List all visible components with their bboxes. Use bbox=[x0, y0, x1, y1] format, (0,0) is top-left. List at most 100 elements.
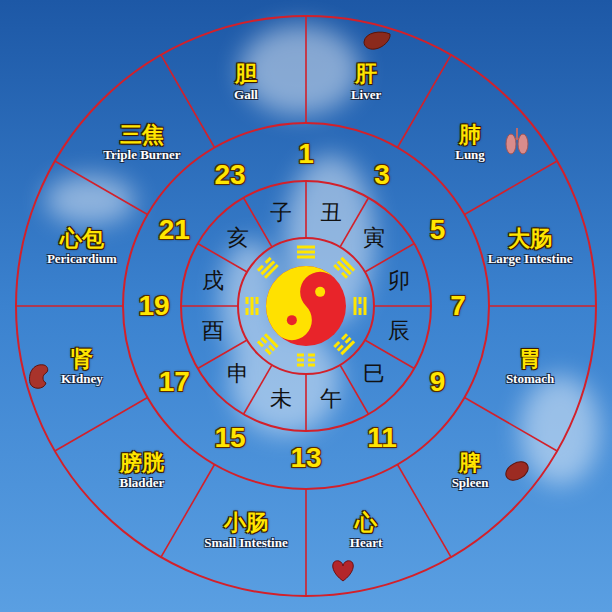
bagua-trigrams bbox=[246, 246, 367, 367]
organ-sector: 心Heart bbox=[347, 509, 385, 552]
trigram bbox=[246, 297, 259, 315]
hour-number: 19 bbox=[136, 291, 171, 320]
hour-number: 11 bbox=[365, 423, 399, 452]
branch-sector: 巳 bbox=[360, 361, 388, 387]
earthly-branch: 戌 bbox=[202, 269, 224, 293]
branch-sector: 子 bbox=[267, 200, 295, 226]
clouds bbox=[45, 25, 600, 485]
organ-name-en: Spleen bbox=[452, 475, 489, 491]
trigram bbox=[297, 246, 315, 259]
earthly-branch: 酉 bbox=[202, 319, 224, 343]
sector-divider bbox=[55, 161, 148, 215]
organ-sector: 脾Spleen bbox=[449, 449, 492, 492]
organ-sector: 胆Gall bbox=[231, 60, 261, 103]
sector-divider bbox=[161, 55, 215, 148]
sector-divider bbox=[305, 489, 307, 596]
earthly-branch: 午 bbox=[320, 387, 342, 411]
branch-sector: 酉 bbox=[199, 318, 227, 344]
sector-divider bbox=[305, 16, 307, 123]
sector-dividers bbox=[16, 16, 596, 596]
earthly-branch: 申 bbox=[227, 362, 249, 386]
organ-name-zh: 肺 bbox=[455, 122, 485, 147]
organ-name-en: Heart bbox=[350, 535, 382, 551]
organ-name-en: Stomach bbox=[506, 371, 554, 387]
sector-divider bbox=[305, 181, 307, 238]
hour-number: 1 bbox=[296, 139, 316, 168]
clock-rings bbox=[16, 16, 596, 596]
organ-sector: 胃Stomach bbox=[503, 345, 557, 388]
spleen-picture bbox=[503, 458, 532, 484]
organ-sector: 心包Pericardium bbox=[44, 225, 120, 268]
branch-sector: 未 bbox=[267, 386, 295, 412]
organ-name-zh: 肝 bbox=[351, 61, 381, 86]
organ-name-en: Small Intestine bbox=[204, 535, 287, 551]
branch-sector: 辰 bbox=[385, 318, 413, 344]
organ-name-en: Lung bbox=[455, 147, 485, 163]
sector-divider bbox=[55, 398, 148, 452]
organ-name-en: Triple Burner bbox=[103, 147, 180, 163]
earthly-branch: 亥 bbox=[227, 226, 249, 250]
trigram bbox=[333, 333, 355, 355]
organ-name-zh: 胃 bbox=[506, 346, 554, 371]
heart-picture bbox=[333, 561, 354, 581]
organ-name-zh: 脾 bbox=[452, 450, 489, 475]
sector-divider bbox=[181, 305, 238, 307]
earthly-branch: 子 bbox=[270, 201, 292, 225]
sector-divider bbox=[489, 305, 596, 307]
sector-divider bbox=[374, 305, 431, 307]
trigram bbox=[257, 257, 279, 279]
organ-name-en: Large Intestine bbox=[488, 251, 573, 267]
earthly-branch: 卯 bbox=[388, 269, 410, 293]
earthly-branch: 未 bbox=[270, 387, 292, 411]
earthly-branch: 寅 bbox=[363, 226, 385, 250]
branch-sector: 午 bbox=[317, 386, 345, 412]
yin-yang-symbol bbox=[249, 249, 362, 362]
hour-number: 17 bbox=[157, 367, 192, 396]
trigram bbox=[297, 354, 315, 367]
branch-sector: 卯 bbox=[385, 268, 413, 294]
sector-divider bbox=[398, 55, 452, 148]
branch-sector: 申 bbox=[224, 361, 252, 387]
organ-name-zh: 大肠 bbox=[488, 226, 573, 251]
organ-sector: 肺Lung bbox=[452, 121, 488, 164]
hour-number: 7 bbox=[448, 291, 468, 320]
trigram bbox=[257, 333, 279, 355]
organ-name-en: Liver bbox=[351, 87, 381, 103]
hour-number: 13 bbox=[288, 443, 323, 472]
earthly-branch: 辰 bbox=[388, 319, 410, 343]
hour-number: 9 bbox=[428, 367, 448, 396]
branch-sector: 戌 bbox=[199, 268, 227, 294]
organ-name-zh: 膀胱 bbox=[120, 450, 165, 475]
earthly-branch: 丑 bbox=[320, 201, 342, 225]
liver-picture bbox=[364, 32, 390, 49]
trigram bbox=[333, 257, 355, 279]
organ-name-en: Bladder bbox=[120, 475, 165, 491]
organ-sector: 小肠Small Intestine bbox=[201, 509, 290, 552]
sector-divider bbox=[398, 464, 452, 557]
organ-name-zh: 心 bbox=[350, 510, 382, 535]
hour-number: 5 bbox=[428, 215, 448, 244]
organ-name-zh: 心包 bbox=[47, 226, 117, 251]
organ-name-zh: 肾 bbox=[61, 346, 103, 371]
kidney-picture bbox=[30, 365, 48, 388]
lung-picture bbox=[506, 128, 528, 154]
organ-name-en: Gall bbox=[234, 87, 258, 103]
hour-number: 15 bbox=[212, 423, 247, 452]
branch-sector: 亥 bbox=[224, 225, 252, 251]
organ-name-en: KIdney bbox=[61, 371, 103, 387]
organ-sector: 膀胱Bladder bbox=[117, 449, 168, 492]
earthly-branch: 巳 bbox=[363, 362, 385, 386]
sector-divider bbox=[464, 161, 557, 215]
hour-number: 23 bbox=[212, 160, 247, 189]
sector-divider bbox=[464, 398, 557, 452]
sector-divider bbox=[305, 374, 307, 431]
trigram bbox=[354, 297, 367, 315]
hour-number: 3 bbox=[372, 160, 392, 189]
organ-sector: 肝Liver bbox=[348, 60, 384, 103]
